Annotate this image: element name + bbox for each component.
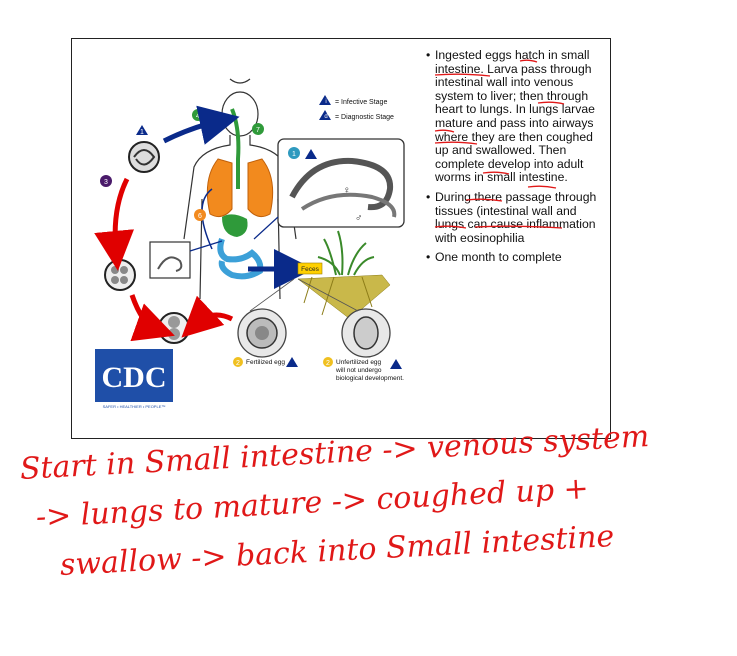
cycle-arrow-left [129,294,175,342]
svg-text:2: 2 [326,360,330,367]
svg-text:will not undergo: will not undergo [335,367,382,374]
svg-text:7: 7 [256,127,260,134]
svg-text:1: 1 [292,151,296,158]
stage-badge-4: 4 [192,109,204,121]
diagram-legend: i = Infective Stage d = Diagnostic Stage [319,95,394,121]
legend-diagnostic-label: = Diagnostic Stage [335,114,394,121]
larva-pointer-line [189,240,223,252]
ascaris-life-cycle-diagram: i = Infective Stage d = Diagnostic Stage… [94,78,405,409]
svg-text:3: 3 [104,179,108,186]
svg-text:1: 1 [140,129,144,136]
svg-text:6: 6 [198,213,202,220]
arrow-ingestion [162,105,240,145]
feces-label: Feces [301,266,319,273]
svg-text:CDC: CDC [102,361,167,394]
stomach-shape [222,214,248,237]
embryonated-egg-top [128,141,160,173]
handwritten-note-line-3: swallow -> back into Small intestine [59,518,616,583]
unfertilized-egg-label: Unfertilized egg [336,359,382,366]
unfertilized-egg: 2 Unfertilized egg will not undergo biol… [323,308,404,382]
inset-pointer-line [253,216,279,240]
svg-text:d: d [324,114,327,120]
stage-badge-3: 3 [100,175,112,187]
stage-badge-1: 1 [136,125,148,136]
lungs-shape [206,158,274,218]
svg-text:2: 2 [236,360,240,367]
male-symbol: ♂ [355,213,363,224]
fertilized-egg: 2 Fertilized egg [233,308,298,367]
stage-badge-7: 7 [252,123,264,135]
segmented-egg-left [104,259,136,291]
svg-text:4: 4 [196,113,200,120]
lecture-slide: i = Infective Stage d = Diagnostic Stage… [71,38,611,439]
adult-worm-inset: 1 ♀ ♂ [277,138,405,228]
stage-badge-6: 6 [194,209,206,221]
svg-text:SAFER • HEALTHIER • PEOPLE™: SAFER • HEALTHIER • PEOPLE™ [103,404,166,409]
bullet-item: During there passage through tissues (in… [426,190,604,245]
svg-text:biological development.: biological development. [336,375,404,382]
esophagus-shape [230,108,241,189]
fertilized-egg-label: Fertilized egg [246,359,285,366]
bullet-item: Ingested eggs hatch in small intestine. … [426,48,604,185]
grass-icon [317,230,375,276]
two-cell-egg [158,312,190,344]
feces-ground: Feces [297,262,391,320]
bullet-item: One month to complete [426,251,604,265]
svg-text:i: i [325,99,326,105]
handwritten-note-line-2: -> lungs to mature -> coughed up + [35,471,590,535]
female-symbol: ♀ [343,185,351,196]
cdc-logo: CDC SAFER • HEALTHIER • PEOPLE™ [95,349,173,409]
cycle-arrow-bottom [181,295,234,338]
legend-infective-label: = Infective Stage [335,99,387,106]
larva-inset [149,241,191,279]
slide-bullet-list: Ingested eggs hatch in small intestine. … [426,48,604,271]
intestine-shape [217,238,264,280]
cycle-arrow-egg-to-egg [94,177,135,271]
